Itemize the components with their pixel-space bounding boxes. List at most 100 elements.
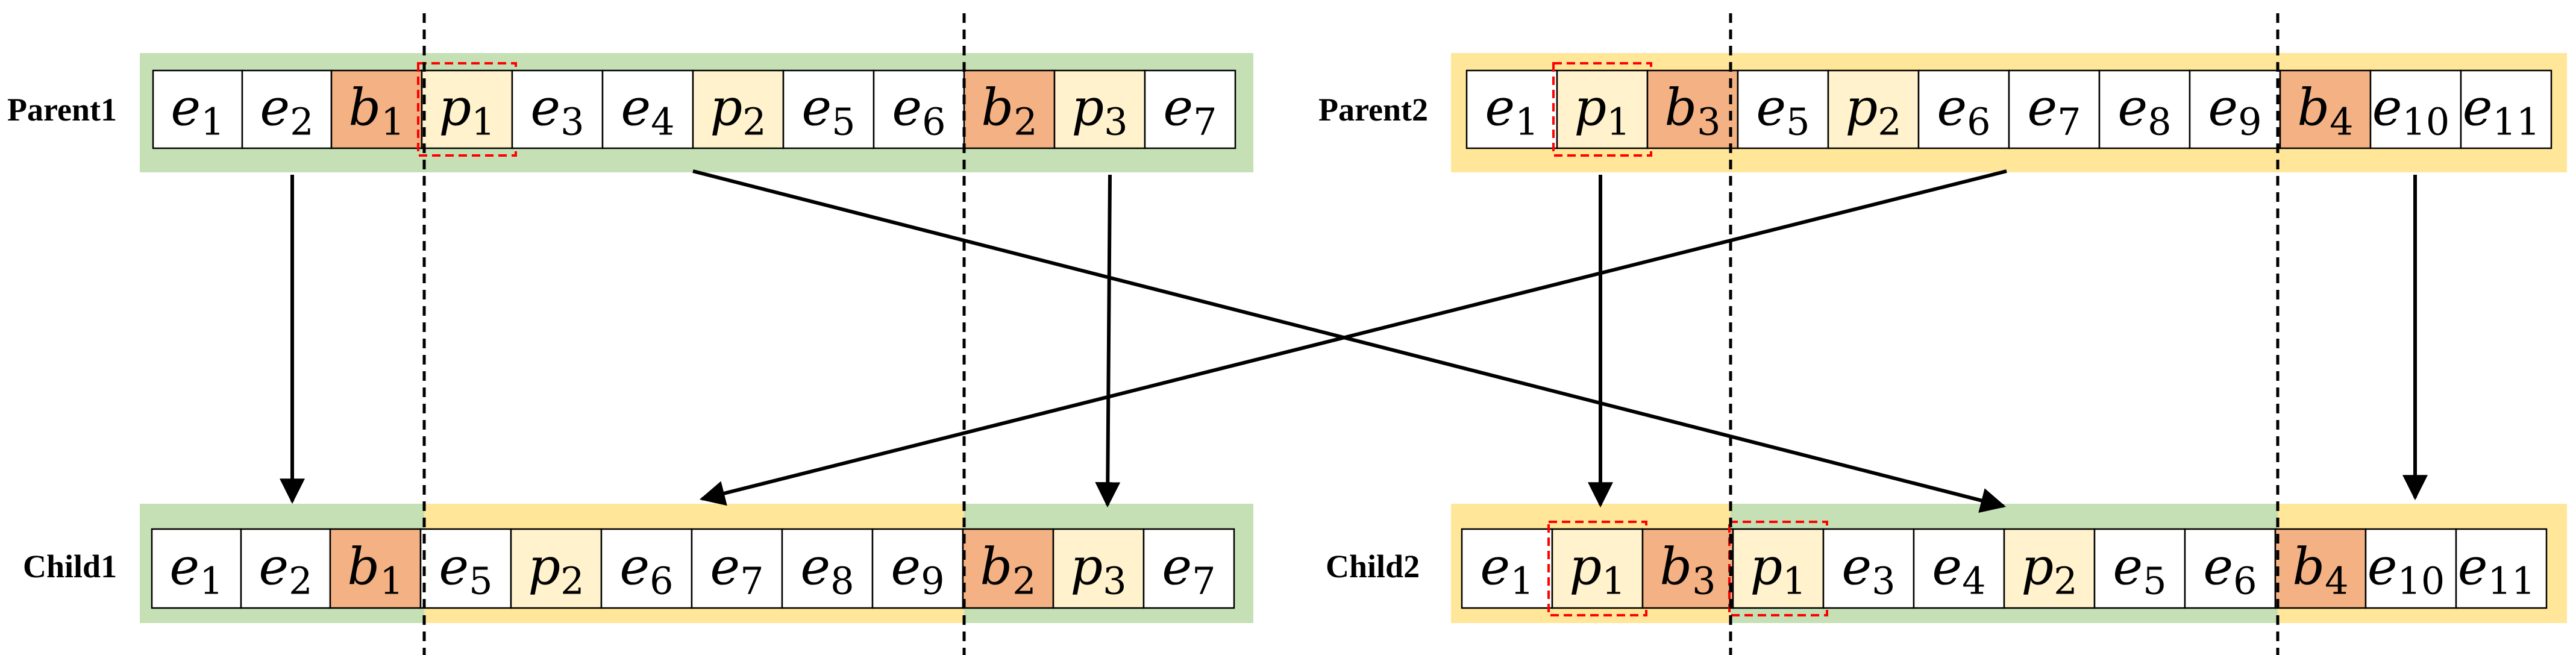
cell-symbol: b [980, 537, 1012, 597]
cell-label: e8 [800, 537, 854, 603]
cell-label: p1 [439, 78, 495, 144]
cell-label: e11 [2458, 537, 2536, 603]
cell-box [1465, 69, 1558, 149]
cell-child1-11: p3 [1052, 528, 1145, 609]
cell-label: p2 [1845, 78, 1901, 144]
cell-parent2-12: e11 [2460, 69, 2552, 149]
cell-child1-7: e7 [691, 528, 783, 609]
cell-label: b1 [347, 537, 403, 603]
cell-parent1-3: b1 [330, 69, 423, 149]
cell-symbol: e [710, 537, 740, 597]
cell-child2-4: p1 [1728, 521, 1828, 616]
row-label-child2: Child2 [1326, 548, 1420, 584]
cell-child1-2: e2 [240, 528, 331, 609]
cell-label: b2 [981, 78, 1037, 144]
cell-label: e6 [2203, 537, 2257, 603]
cell-box [600, 528, 693, 609]
cell-subscript: 4 [2330, 100, 2353, 144]
cell-child2-9: e6 [2184, 528, 2277, 609]
cell-symbol: p [1750, 537, 1782, 597]
cell-parent2-8: e8 [2098, 69, 2191, 149]
cell-label: e8 [2117, 78, 2171, 144]
cell-label: p1 [1574, 78, 1630, 144]
cell-label: e4 [621, 78, 674, 144]
cell-subscript: 1 [381, 100, 404, 144]
cell-subscript: 9 [2238, 100, 2261, 144]
cell-subscript: 1 [199, 559, 223, 603]
cell-label: e7 [1162, 537, 1215, 603]
cell-label: b4 [2297, 78, 2353, 144]
cell-symbol: b [1659, 537, 1692, 597]
cell-box [240, 528, 331, 609]
cell-label: p1 [1750, 537, 1806, 603]
cell-symbol: e [260, 78, 290, 137]
cell-subscript: 4 [1962, 559, 1985, 603]
cell-child1-3: b1 [329, 528, 422, 609]
highlight-dashed-box [1547, 521, 1647, 616]
cell-child2-8: e5 [2093, 528, 2186, 609]
cell-box [963, 69, 1056, 149]
cell-subscript: 2 [289, 559, 312, 603]
cell-symbol: p [1574, 78, 1606, 137]
cell-symbol: e [1756, 78, 1786, 137]
cell-symbol: e [619, 537, 650, 597]
cell-box [241, 69, 333, 149]
cell-box [2460, 69, 2552, 149]
cell-subscript: 7 [1193, 100, 1217, 144]
cell-symbol: e [2113, 537, 2143, 597]
cell-subscript: 4 [651, 100, 674, 144]
cell-box [2369, 69, 2462, 149]
arrow-parent2-middle-to-child1 [699, 169, 2007, 506]
cell-label: e4 [1932, 537, 1985, 603]
cell-label: e5 [801, 78, 855, 144]
cell-child1-9: e9 [871, 528, 964, 609]
cell-box [2008, 69, 2101, 149]
cell-subscript: 1 [1606, 100, 1630, 144]
cell-subscript: 1 [1602, 559, 1625, 603]
cell-box [2098, 69, 2191, 149]
cell-symbol: e [1162, 537, 1192, 597]
cell-box [2189, 69, 2281, 149]
row-label-parent2: Parent2 [1318, 92, 1428, 128]
cell-label: p3 [1070, 537, 1126, 603]
cell-subscript: 11 [2492, 100, 2540, 144]
cell-subscript: 2 [560, 559, 584, 603]
cell-box [1556, 69, 1649, 149]
cell-label: e1 [169, 537, 223, 603]
cell-subscript: 1 [471, 100, 495, 144]
cell-subscript: 2 [290, 100, 313, 144]
cell-subscript: 6 [922, 100, 945, 144]
cell-subscript: 7 [740, 559, 763, 603]
cell-child2-2: p1 [1547, 521, 1647, 616]
cell-subscript: 6 [1967, 100, 1990, 144]
cell-box [152, 69, 243, 149]
arrow-parent1-middle-to-child2 [692, 169, 2007, 513]
cell-symbol: p [710, 78, 742, 137]
cell-parent1-5: e3 [511, 69, 604, 149]
cell-symbol: b [347, 537, 380, 597]
cell-label: e6 [1937, 78, 1990, 144]
cell-box [873, 69, 965, 149]
cell-subscript: 2 [1012, 559, 1036, 603]
cell-symbol: e [800, 537, 830, 597]
cell-box [421, 69, 513, 149]
cell-symbol: e [1480, 537, 1510, 597]
cell-box [1142, 528, 1235, 609]
cell-child1-8: e8 [781, 528, 874, 609]
cell-box [511, 69, 604, 149]
cell-symbol: p [439, 78, 471, 137]
cell-box [871, 528, 964, 609]
cell-box [1641, 528, 1734, 609]
cell-subscript: 6 [650, 559, 673, 603]
cell-symbol: b [1664, 78, 1697, 137]
cell-subscript: 3 [1103, 559, 1126, 603]
cell-symbol: e [2368, 537, 2398, 597]
cell-child1-12: e7 [1142, 528, 1235, 609]
cell-label: e2 [260, 78, 313, 144]
row-label-child1: Child1 [23, 548, 117, 584]
cell-parent2-9: e9 [2189, 69, 2281, 149]
cell-subscript: 4 [2325, 559, 2348, 603]
cell-label: e9 [2208, 78, 2261, 144]
cell-symbol: e [2458, 537, 2488, 597]
cell-label: p2 [2021, 537, 2077, 603]
